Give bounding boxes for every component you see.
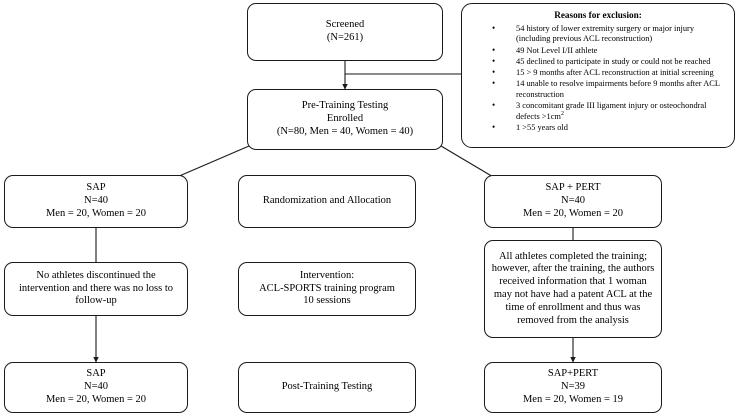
sap-top-n: N=40 bbox=[83, 195, 108, 207]
node-no-loss-to-follow-up: No athletes discontinued the interventio… bbox=[4, 262, 188, 316]
node-post-training-testing: Post-Training Testing bbox=[238, 362, 416, 413]
enrolled-title-line2: Enrolled bbox=[326, 113, 364, 125]
exclusion-item: 45 declined to participate in study or c… bbox=[470, 56, 726, 67]
post-testing-title: Post-Training Testing bbox=[281, 381, 373, 393]
screened-title: Screened bbox=[325, 19, 365, 31]
exclusion-item: 15 > 9 months after ACL reconstruction a… bbox=[470, 67, 726, 78]
exclusion-list: 54 history of lower extremity surgery or… bbox=[470, 23, 726, 133]
noloss-text: No athletes discontinued the interventio… bbox=[19, 269, 173, 307]
intervention-title: Intervention: bbox=[299, 269, 355, 281]
exclusion-title: Reasons for exclusion: bbox=[554, 10, 642, 20]
exclusion-item: 14 unable to resolve impairments before … bbox=[470, 78, 726, 100]
removal-note-text: All athletes completed the training; how… bbox=[491, 250, 655, 326]
sap-bottom-sex-split: Men = 20, Women = 20 bbox=[45, 393, 147, 405]
exclusion-item: 3 concomitant grade III ligament injury … bbox=[470, 100, 726, 122]
screened-count: (N=261) bbox=[326, 32, 364, 43]
pert-bottom-title: SAP+PERT bbox=[547, 368, 599, 380]
node-sap-group-allocated: SAP N=40 Men = 20, Women = 20 bbox=[4, 175, 188, 228]
node-intervention: Intervention: ACL-SPORTS training progra… bbox=[238, 262, 416, 316]
intervention-program: ACL-SPORTS training program bbox=[259, 282, 395, 294]
sap-bottom-title: SAP bbox=[86, 368, 106, 380]
randomization-title: Randomization and Allocation bbox=[262, 195, 392, 207]
exclusion-item: 1 >55 years old bbox=[470, 122, 726, 133]
exclusion-item: 49 Not Level I/II athlete bbox=[470, 45, 726, 56]
node-screened: Screened (N=261) bbox=[247, 3, 443, 61]
pert-top-sex-split: Men = 20, Women = 20 bbox=[522, 207, 624, 219]
node-sap-group-analyzed: SAP N=40 Men = 20, Women = 20 bbox=[4, 362, 188, 413]
pert-bottom-sex-split: Men = 20, Women = 19 bbox=[522, 393, 624, 405]
enrolled-counts: (N=80, Men = 40, Women = 40) bbox=[276, 125, 414, 137]
pert-bottom-n: N=39 bbox=[560, 381, 585, 393]
intervention-sessions: 10 sessions bbox=[303, 295, 351, 307]
node-sap-pert-group-allocated: SAP + PERT N=40 Men = 20, Women = 20 bbox=[484, 175, 662, 228]
node-pert-group-removal-note: All athletes completed the training; how… bbox=[484, 240, 662, 338]
node-pre-training-testing-enrolled: Pre-Training Testing Enrolled (N=80, Men… bbox=[247, 89, 443, 150]
sap-top-sex-split: Men = 20, Women = 20 bbox=[45, 207, 147, 219]
pert-top-n: N=40 bbox=[560, 195, 585, 207]
pert-top-title: SAP + PERT bbox=[545, 182, 601, 194]
sap-top-title: SAP bbox=[86, 182, 106, 194]
node-reasons-for-exclusion: Reasons for exclusion: 54 history of low… bbox=[461, 3, 735, 148]
sap-bottom-n: N=40 bbox=[83, 381, 108, 393]
node-randomization-and-allocation: Randomization and Allocation bbox=[238, 175, 416, 228]
enrolled-title-line1: Pre-Training Testing bbox=[301, 100, 389, 112]
node-sap-pert-group-analyzed: SAP+PERT N=39 Men = 20, Women = 19 bbox=[484, 362, 662, 413]
exclusion-item: 54 history of lower extremity surgery or… bbox=[470, 23, 726, 45]
